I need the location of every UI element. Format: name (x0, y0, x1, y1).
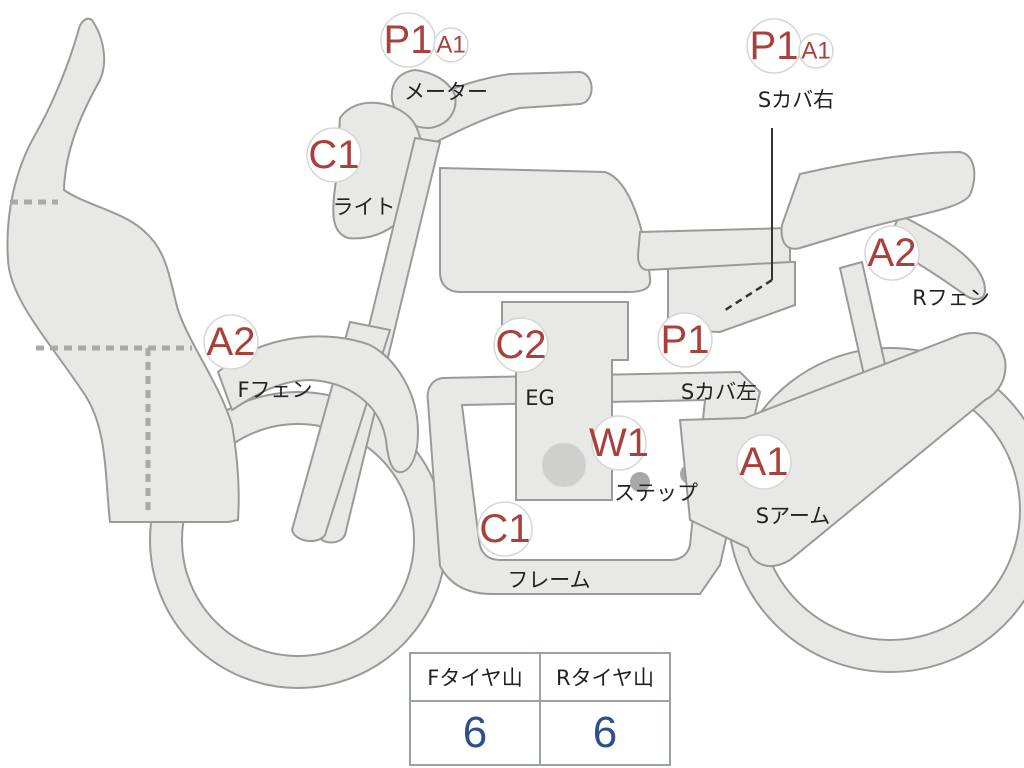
marker-step: W1 ステップ (589, 415, 698, 505)
table-header-row: Fタイヤ山 Rタイヤ山 (409, 652, 671, 702)
svg-text:Rフェン: Rフェン (912, 286, 990, 310)
svg-text:P1: P1 (750, 24, 799, 68)
svg-text:C1: C1 (308, 133, 359, 177)
svg-text:Sカバ左: Sカバ左 (681, 380, 757, 404)
step-peg-left (630, 472, 650, 492)
marker-meter: P1 A1 メーター (380, 12, 488, 104)
svg-text:W1: W1 (589, 421, 649, 465)
svg-text:A2: A2 (207, 320, 256, 364)
svg-text:ライト: ライト (333, 195, 396, 219)
svg-text:A1: A1 (436, 32, 465, 59)
swing-arm-shape (678, 332, 1007, 567)
svg-text:P1: P1 (661, 318, 710, 362)
marker-front-fender: A2 Fフェン (203, 314, 313, 402)
svg-text:A1: A1 (740, 440, 789, 484)
front-tire-header: Fタイヤ山 (409, 652, 541, 702)
svg-text:メーター: メーター (404, 80, 488, 104)
marker-swing-arm: A1 Sアーム (736, 434, 830, 528)
rear-tire-header: Rタイヤ山 (539, 652, 671, 702)
engine-cover-detail (542, 443, 586, 487)
marker-engine: C2 EG (493, 317, 555, 410)
svg-text:C1: C1 (479, 507, 530, 551)
svg-text:Fフェン: Fフェン (237, 378, 312, 402)
front-tire-value: 6 (409, 700, 541, 766)
svg-text:A1: A1 (801, 38, 830, 65)
svg-text:A2: A2 (868, 231, 917, 275)
marker-light: C1 ライト (306, 127, 396, 219)
svg-text:フレーム: フレーム (507, 568, 590, 592)
marker-frame: C1 フレーム (477, 501, 591, 592)
side-cover-right-leader-dashed (721, 278, 773, 314)
seat-front (636, 226, 791, 272)
marker-side-cover-left: P1 Sカバ左 (657, 312, 757, 404)
front-fender-shape (216, 335, 420, 474)
marker-rear-fender: A2 Rフェン (864, 225, 990, 310)
fuel-tank (439, 166, 652, 293)
table-value-row: 6 6 (409, 700, 671, 766)
svg-text:ステップ: ステップ (614, 481, 698, 505)
svg-text:Sカバ右: Sカバ右 (758, 88, 834, 112)
svg-text:P1: P1 (384, 18, 433, 62)
svg-text:Sアーム: Sアーム (756, 504, 830, 528)
svg-text:C2: C2 (495, 323, 546, 367)
marker-side-cover-right: P1 A1 Sカバ右 (746, 18, 834, 112)
fairing-shape (6, 17, 240, 523)
rear-tire-value: 6 (539, 700, 671, 766)
svg-text:EG: EG (525, 386, 555, 410)
seat-rear (780, 150, 976, 250)
tire-tread-table: Fタイヤ山 Rタイヤ山 6 6 (409, 652, 671, 766)
